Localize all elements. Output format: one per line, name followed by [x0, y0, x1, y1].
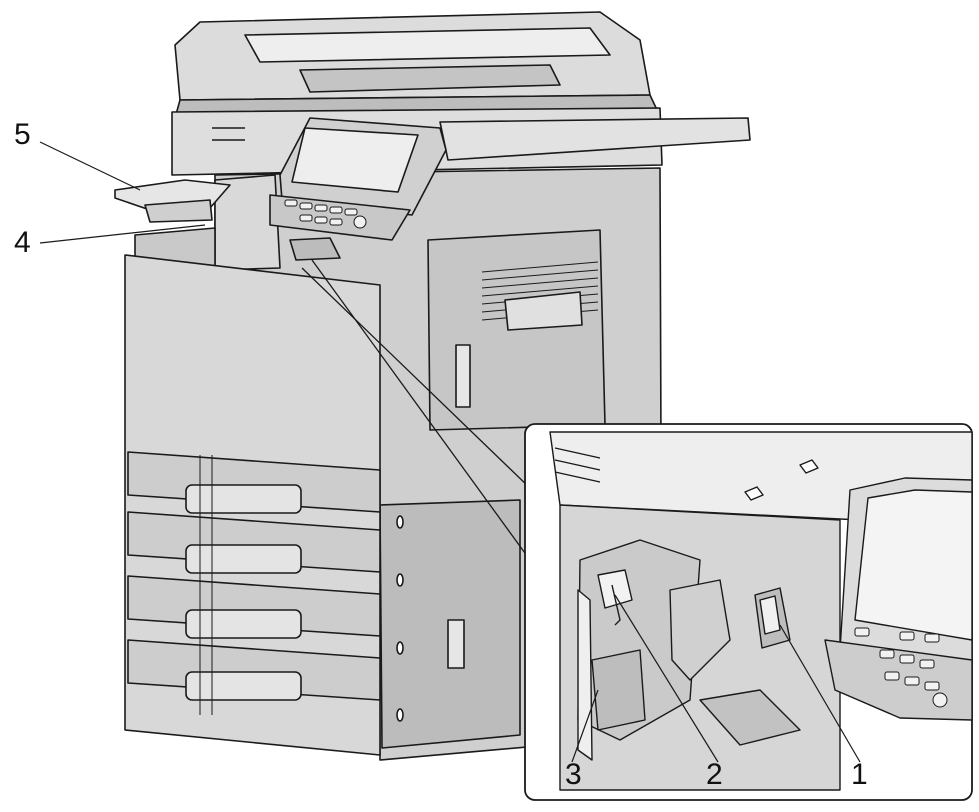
finisher-unit [124, 174, 404, 756]
leader-5 [39, 141, 141, 191]
detail-inset [524, 423, 973, 801]
callout-2: 2 [706, 758, 723, 791]
leader-3 [571, 689, 599, 763]
leader-2 [614, 594, 719, 763]
document-feeder [174, 11, 659, 119]
zoom-leader-lower [311, 259, 531, 561]
callout-3: 3 [565, 758, 582, 791]
callout-5: 5 [14, 118, 31, 151]
zoom-leader-upper [301, 267, 533, 491]
leader-4 [39, 224, 206, 244]
leader-1 [779, 624, 861, 763]
control-panel [269, 117, 447, 261]
callout-1: 1 [851, 758, 868, 791]
callout-4: 4 [14, 226, 31, 259]
